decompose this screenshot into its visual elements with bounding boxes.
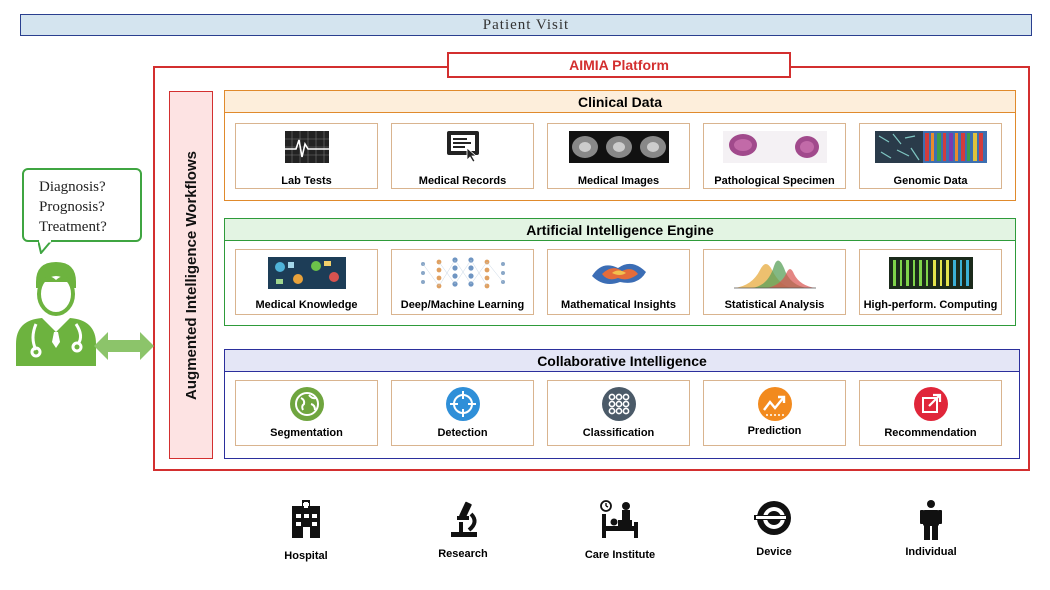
surface-plot-icon (588, 256, 650, 290)
ai-engine-title: Artificial Intelligence Engine (225, 219, 1015, 241)
clinical-data-section: Clinical Data Lab Tests (224, 90, 1016, 201)
medical-images-icon (568, 130, 669, 164)
stakeholder-label: Hospital (284, 550, 328, 562)
card-medical-images: Medical Images (547, 123, 690, 189)
hospital-bed-icon (600, 500, 638, 538)
card-statistical-analysis: Statistical Analysis (703, 249, 846, 315)
card-recommendation: Recommendation (859, 380, 1002, 446)
bubble-tail-icon (38, 240, 52, 254)
card-pathological-specimen: Pathological Specimen (703, 123, 846, 189)
card-label: High-perform. Computing (863, 299, 998, 311)
card-label: Prediction (747, 425, 802, 437)
question-prognosis: Prognosis? (39, 199, 105, 215)
stakeholder-label: Individual (905, 546, 957, 558)
card-label: Statistical Analysis (724, 299, 825, 311)
pathological-specimen-icon (722, 130, 827, 164)
card-label: Recommendation (884, 427, 977, 439)
card-label: Medical Images (577, 175, 660, 187)
card-label: Lab Tests (281, 175, 332, 187)
distribution-icon (732, 256, 818, 290)
stakeholder-care-institute: Care Institute (575, 500, 665, 561)
card-label: Deep/Machine Learning (400, 299, 525, 311)
card-label: Genomic Data (893, 175, 968, 187)
collaborative-section: Collaborative Intelligence Segmentation (224, 349, 1020, 459)
stakeholder-label: Care Institute (584, 549, 656, 561)
card-classification: Classification (547, 380, 690, 446)
card-label: Segmentation (270, 427, 343, 439)
stakeholder-label: Research (438, 548, 488, 560)
workflows-panel: Augmented Intelligence Workflows (169, 91, 213, 459)
stakeholder-label: Device (756, 546, 792, 558)
doctor-speech-bubble: Diagnosis? Prognosis? Treatment? (22, 168, 142, 242)
card-label: Pathological Specimen (714, 175, 835, 187)
question-treatment: Treatment? (39, 219, 107, 235)
card-medical-records: Medical Records (391, 123, 534, 189)
workflows-label: Augmented Intelligence Workflows (182, 150, 200, 400)
card-label: Classification (582, 427, 655, 439)
globe-icon (289, 387, 325, 421)
stakeholder-device: Device (729, 500, 819, 558)
collaborative-title: Collaborative Intelligence (225, 350, 1019, 372)
patient-visit-label: Patient Visit (482, 16, 570, 33)
crosshair-icon (445, 387, 481, 421)
card-medical-knowledge: Medical Knowledge (235, 249, 378, 315)
card-label: Medical Records (418, 175, 507, 187)
genomic-data-icon (874, 130, 987, 164)
dot-grid-icon (601, 387, 637, 421)
stakeholder-individual: Individual (886, 500, 976, 558)
hospital-icon (292, 500, 320, 538)
neural-network-icon (415, 256, 511, 290)
microscope-icon (451, 501, 477, 537)
clinical-data-title: Clinical Data (225, 91, 1015, 113)
stakeholder-hospital: Hospital (261, 500, 351, 562)
card-label: Medical Knowledge (255, 299, 358, 311)
card-segmentation: Segmentation (235, 380, 378, 446)
trend-arrow-icon (757, 387, 793, 421)
ai-engine-section: Artificial Intelligence Engine Medical K… (224, 218, 1016, 326)
medical-knowledge-icon (267, 256, 346, 290)
card-high-performance-computing: High-perform. Computing (859, 249, 1002, 315)
external-link-icon (913, 387, 949, 421)
question-diagnosis: Diagnosis? (39, 179, 106, 195)
card-label: Detection (437, 427, 488, 439)
lab-tests-icon (284, 130, 330, 164)
card-deep-learning: Deep/Machine Learning (391, 249, 534, 315)
stakeholder-research: Research (418, 500, 508, 560)
person-icon (920, 500, 942, 540)
card-prediction: Prediction (703, 380, 846, 446)
scanner-device-icon (754, 501, 791, 535)
card-label: Mathematical Insights (561, 299, 676, 311)
medical-records-icon (443, 130, 483, 164)
platform-title-text: AIMIA Platform (569, 57, 669, 73)
server-rack-icon (888, 256, 973, 290)
card-detection: Detection (391, 380, 534, 446)
card-genomic-data: Genomic Data (859, 123, 1002, 189)
platform-title: AIMIA Platform (447, 52, 791, 78)
card-lab-tests: Lab Tests (235, 123, 378, 189)
double-arrow-icon (94, 332, 154, 360)
card-mathematical-insights: Mathematical Insights (547, 249, 690, 315)
doctor-icon (16, 262, 96, 366)
patient-visit-bar: Patient Visit (20, 14, 1032, 36)
